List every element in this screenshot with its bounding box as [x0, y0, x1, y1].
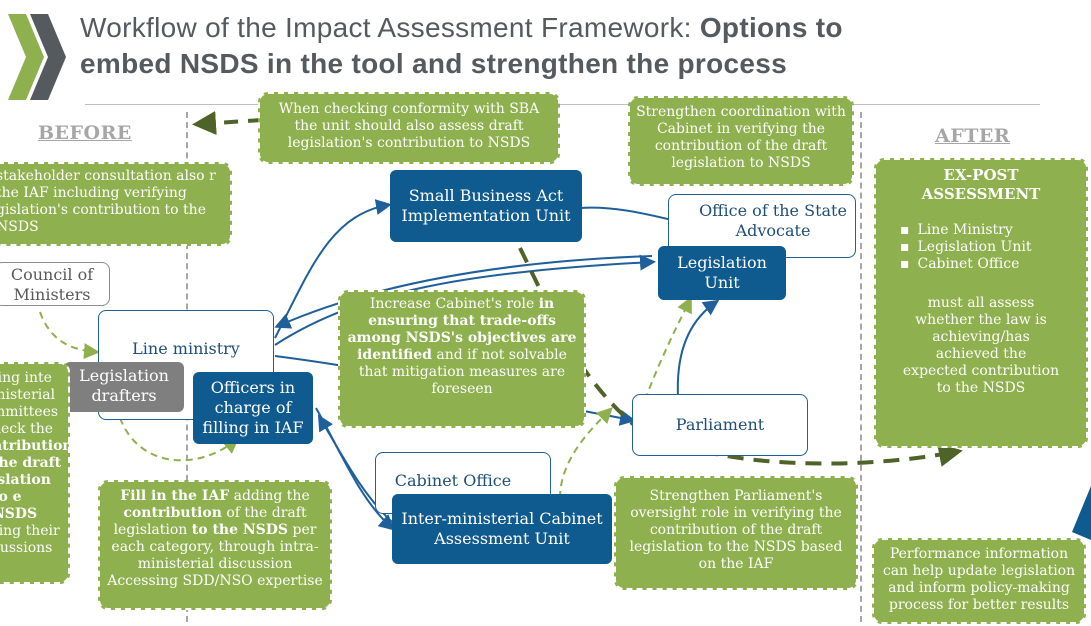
sba-check-callout: When checking conformity with SBA the un…: [258, 92, 560, 164]
performance-information-callout: Performance information can help update …: [872, 538, 1086, 624]
page-title: Workflow of the Impact Assessment Framew…: [80, 12, 843, 79]
ex-post-item: Cabinet Office: [900, 256, 1080, 273]
after-divider: [860, 112, 862, 622]
interministerial-committees-callout: ting inte inisterial mmittees heck the n…: [0, 362, 73, 584]
parliament-oversight-callout: Strengthen Parliament's oversight role i…: [614, 476, 858, 590]
cabinet-role-callout: Increase Cabinet's role in ensuring that…: [338, 290, 586, 428]
officers-iaf-node: Officers in charge of filling in IAF: [193, 372, 313, 444]
stakeholder-callout: stakeholder consultation also r the IAF …: [0, 162, 232, 246]
fill-iaf-callout: Fill in the IAF adding the contribution …: [98, 480, 332, 610]
oecd-chevron-logo: [8, 14, 66, 100]
ex-post-item: Legislation Unit: [900, 239, 1080, 256]
before-label: BEFORE: [38, 122, 132, 144]
title-divider: [85, 104, 1040, 105]
parliament-node: Parliament: [632, 394, 808, 456]
legislation-drafters-node: Legislation drafters: [64, 362, 184, 412]
after-label: AFTER: [935, 125, 1011, 147]
ex-post-assessment-callout: EX-POST ASSESSMENT Line Ministry Legisla…: [874, 158, 1088, 448]
cabinet-assessment-unit-node: Inter-ministerial Cabinet Assessment Uni…: [392, 494, 612, 564]
coordination-callout: Strengthen coordination with Cabinet in …: [628, 96, 854, 186]
sba-implementation-unit-node: Small Business Act Implementation Unit: [390, 170, 582, 242]
ex-post-title: EX-POST ASSESSMENT: [921, 166, 1041, 203]
legislation-unit-node: Legislation Unit: [658, 246, 786, 300]
ex-post-item: Line Ministry: [900, 222, 1080, 239]
council-of-ministers-node: Council of Ministers: [0, 262, 110, 306]
ex-post-text: must all assess whether the law is achie…: [902, 295, 1060, 396]
